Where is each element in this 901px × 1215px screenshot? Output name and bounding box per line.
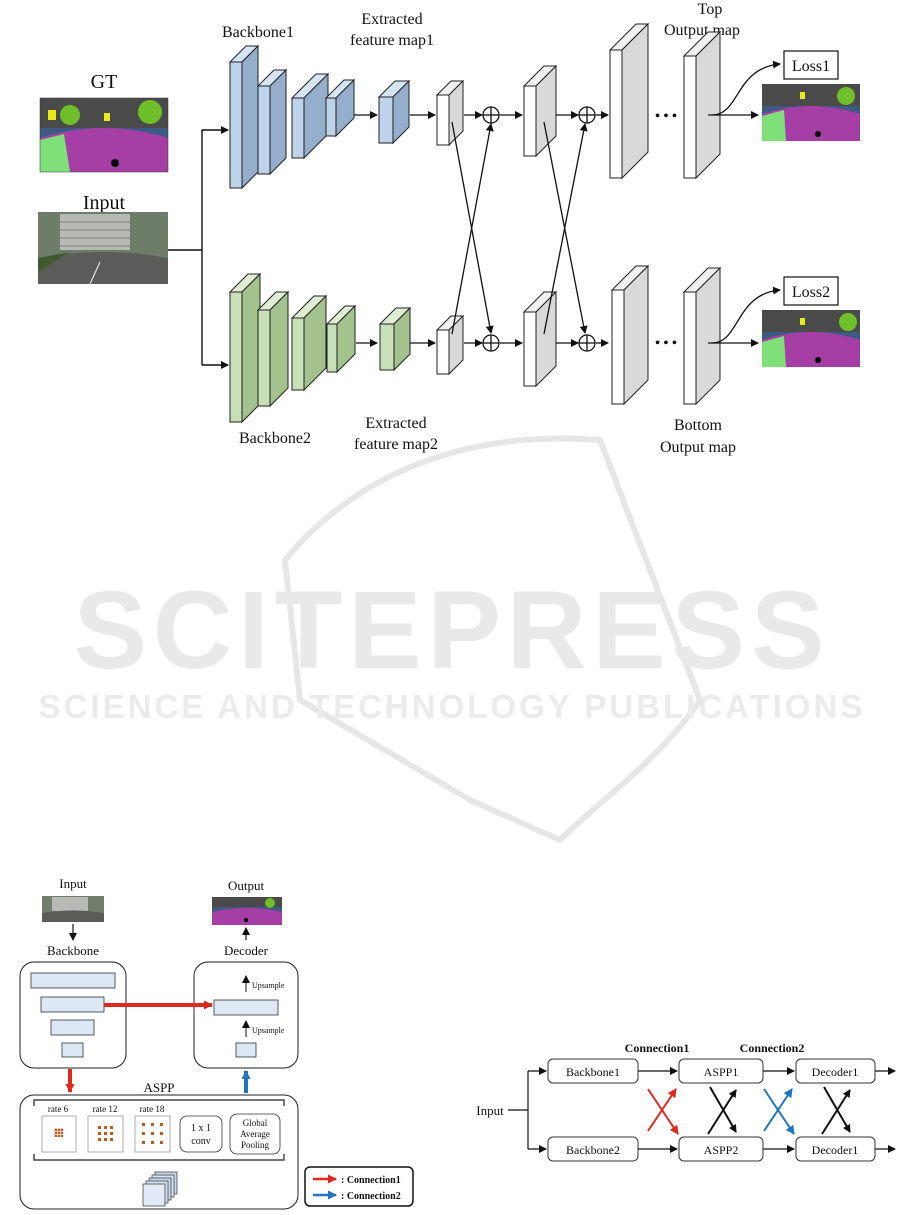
bl-input-label: Input bbox=[59, 876, 87, 891]
bl-legend-connection1-label: : Connection1 bbox=[341, 1175, 401, 1186]
dual-network-diagram: GT Input bbox=[38, 1, 860, 456]
bl-aspp-label: ASPP bbox=[143, 1080, 174, 1095]
br-backbone2-label: Backbone2 bbox=[566, 1143, 620, 1157]
bl-rate12-label: rate 12 bbox=[93, 1104, 118, 1114]
bl-gap-line2: Average bbox=[240, 1129, 270, 1139]
backbone1-block bbox=[324, 78, 356, 138]
cross-connections bbox=[451, 121, 588, 335]
fmap2-label-line2: feature map2 bbox=[354, 436, 438, 453]
bl-rate6-label: rate 6 bbox=[48, 1104, 69, 1114]
backbone2-block bbox=[290, 294, 328, 392]
bl-conv-line2: conv bbox=[191, 1136, 210, 1147]
gt-segmentation-image bbox=[39, 97, 169, 173]
loss1-label: Loss1 bbox=[792, 58, 830, 75]
bl-decoder-layers bbox=[213, 999, 279, 1058]
watermark-sub: SCIENCE AND TECHNOLOGY PUBLICATIONS bbox=[39, 688, 866, 725]
backbone1-label: Backbone1 bbox=[222, 24, 294, 41]
bottom-branch-connectors bbox=[356, 286, 781, 347]
bottom-label-line1: Bottom bbox=[674, 417, 723, 434]
backbone2-block bbox=[325, 304, 357, 374]
connection-scheme-diagram: Input Connection1 Connection2 Backbone1 … bbox=[476, 1041, 896, 1162]
br-input-label: Input bbox=[476, 1103, 504, 1118]
bl-decoder-label: Decoder bbox=[224, 943, 269, 958]
feature-block bbox=[435, 314, 465, 376]
bl-output-label: Output bbox=[228, 878, 265, 893]
extracted-feature-map2-block bbox=[378, 306, 412, 372]
bl-legend-connection2-label: : Connection2 bbox=[341, 1191, 401, 1202]
fmap2-label-line1: Extracted bbox=[365, 415, 426, 432]
feature-blocks bbox=[228, 22, 722, 424]
br-backbone1-label: Backbone1 bbox=[566, 1065, 620, 1079]
top-output-image bbox=[762, 84, 860, 141]
loss1-box bbox=[783, 50, 839, 80]
bl-conv-box bbox=[179, 1115, 223, 1153]
sum-node-icon bbox=[482, 106, 500, 124]
bl-gap-line1: Global bbox=[243, 1118, 268, 1128]
backbone1-block bbox=[256, 68, 288, 176]
fmap1-label-line2: feature map1 bbox=[350, 32, 434, 49]
feature-block bbox=[522, 290, 558, 388]
backbone1-block bbox=[290, 72, 330, 160]
bl-stacked-feature-maps bbox=[142, 1171, 178, 1207]
bl-upsample-label-1: Upsample bbox=[252, 981, 285, 990]
bl-rate18-label: rate 18 bbox=[140, 1104, 165, 1114]
backbone2-label: Backbone2 bbox=[239, 430, 311, 447]
bl-output-image bbox=[212, 897, 282, 925]
bl-backbone-box bbox=[19, 961, 127, 1069]
bl-rate18-kernel bbox=[142, 1123, 163, 1144]
bl-upsample-label-2: Upsample bbox=[252, 1026, 285, 1035]
watermark-main: SCITEPRESS bbox=[74, 569, 831, 692]
backbone1-block bbox=[228, 44, 260, 190]
br-aspp2-label: ASPP2 bbox=[704, 1143, 739, 1157]
br-connection1-cross-down bbox=[647, 1088, 679, 1135]
br-aspp1-label: ASPP1 bbox=[704, 1065, 739, 1079]
feature-block bbox=[610, 264, 650, 406]
loss2-box bbox=[783, 276, 839, 306]
bottom-label-line2: Output map bbox=[660, 439, 736, 456]
bl-gap-line3: Pooling bbox=[241, 1140, 270, 1150]
top-label-line1: Top bbox=[698, 1, 723, 18]
bl-input-image bbox=[42, 896, 104, 922]
br-decoder-bottom-label: Decoder1 bbox=[812, 1143, 859, 1157]
br-decoder-top-label: Decoder1 bbox=[812, 1065, 859, 1079]
loss2-label: Loss2 bbox=[792, 284, 830, 301]
bl-conv-line1: 1 x 1 bbox=[191, 1123, 211, 1134]
ellipsis-top: • • • bbox=[655, 109, 677, 124]
br-straight-arrows bbox=[638, 1067, 896, 1153]
backbone2-block bbox=[256, 290, 290, 408]
backbone2-block bbox=[228, 272, 262, 424]
bl-backbone-layers bbox=[30, 972, 116, 1058]
br-connection2-cross-up bbox=[763, 1088, 793, 1132]
br-connection2-label: Connection2 bbox=[740, 1041, 805, 1055]
sum-node-icon bbox=[578, 106, 596, 124]
top-output-map-block bbox=[682, 30, 722, 180]
watermark-paper-shape bbox=[281, 435, 704, 844]
top-label-line2: Output map bbox=[664, 22, 740, 39]
bl-backbone-label: Backbone bbox=[47, 943, 99, 958]
input-street-image bbox=[38, 212, 168, 285]
bottom-output-image bbox=[762, 310, 860, 367]
sum-node-icon bbox=[482, 334, 500, 352]
bottom-output-map-block bbox=[682, 266, 722, 406]
bl-rate12-kernel bbox=[98, 1126, 113, 1141]
watermark: SCITEPRESS SCIENCE AND TECHNOLOGY PUBLIC… bbox=[39, 435, 866, 844]
bl-gap-box bbox=[229, 1113, 281, 1155]
feature-block bbox=[435, 79, 465, 147]
sum-nodes bbox=[482, 106, 596, 352]
sum-node-icon bbox=[578, 334, 596, 352]
input-label: Input bbox=[83, 192, 126, 214]
br-connection1-label: Connection1 bbox=[625, 1041, 690, 1055]
extracted-feature-map1-block bbox=[377, 79, 411, 145]
bl-rate12-box bbox=[87, 1115, 124, 1153]
feature-block bbox=[608, 22, 650, 180]
fmap1-label-line1: Extracted bbox=[361, 11, 422, 28]
top-branch-connectors bbox=[354, 60, 781, 119]
br-connection1-cross-up bbox=[647, 1088, 677, 1132]
ellipsis-bottom: • • • bbox=[655, 336, 677, 351]
gt-label: GT bbox=[91, 71, 118, 93]
feature-block bbox=[522, 64, 558, 158]
br-connection2-cross-down bbox=[763, 1088, 795, 1135]
aspp-architecture-diagram: Input Backbone Output Decoder bbox=[19, 876, 414, 1210]
